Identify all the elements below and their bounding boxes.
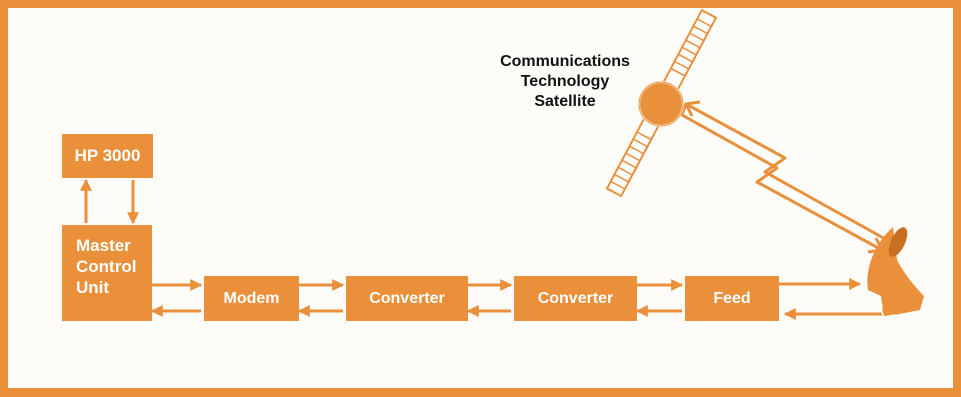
modem-label: Modem <box>223 289 280 307</box>
satellite-label-line-3: Satellite <box>534 93 596 110</box>
satellite-label-line-2: Technology <box>520 73 610 90</box>
dish-antenna-icon <box>867 227 924 318</box>
master-control-unit-block: Master Control Unit <box>62 225 152 321</box>
satellite-icon <box>605 8 718 198</box>
converter-block-2: Converter <box>514 276 637 321</box>
feed-block: Feed <box>685 276 779 321</box>
hp3000-label: HP 3000 <box>74 146 141 165</box>
satellite-label: Communications Technology Satellite <box>500 52 630 112</box>
modem-block: Modem <box>204 276 299 321</box>
converter-block-1: Converter <box>346 276 468 321</box>
converter-1-label: Converter <box>369 289 445 307</box>
mcu-label-line-3: Unit <box>76 278 110 297</box>
feed-label: Feed <box>713 289 751 307</box>
arrow-dish-to-feed <box>783 306 886 320</box>
hp3000-block: HP 3000 <box>62 134 153 178</box>
converter-2-label: Converter <box>537 289 614 307</box>
satellite-label-line-1: Communications <box>500 53 630 70</box>
mcu-label-line-1: Master <box>76 236 131 255</box>
lightning-link-icon <box>680 100 889 254</box>
mcu-label-line-2: Control <box>76 257 137 276</box>
